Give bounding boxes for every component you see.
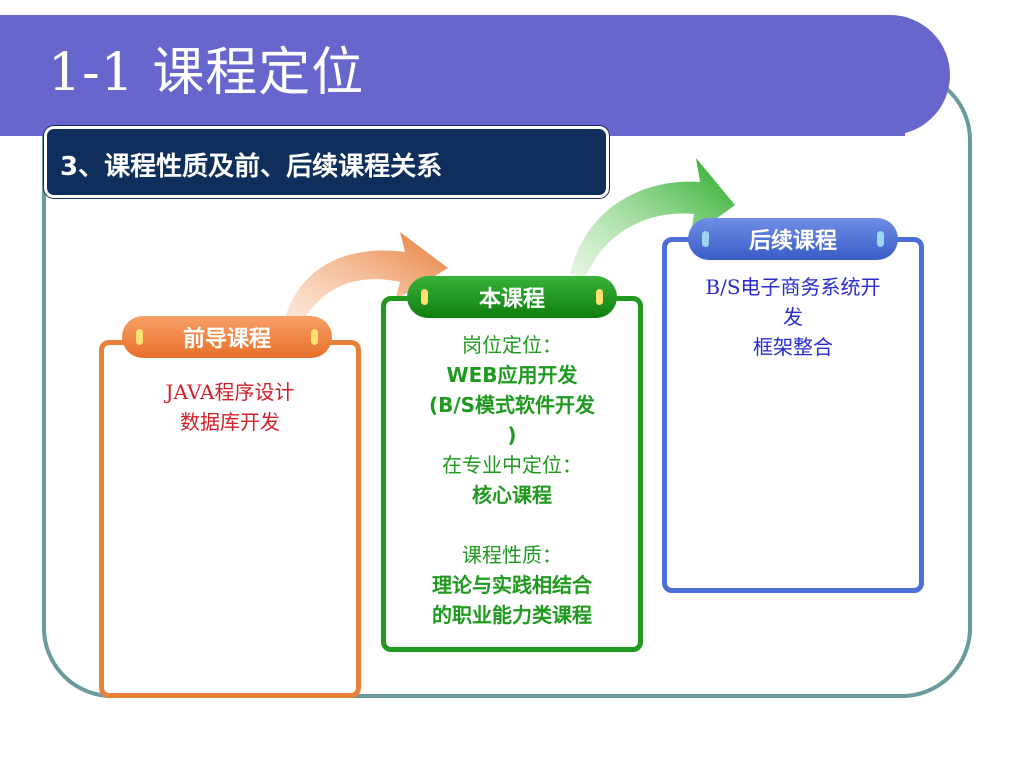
pill-dot-icon xyxy=(311,329,318,345)
current-details: 岗位定位： WEB应用开发 (B/S模式软件开发 ) 在专业中定位： 核心课程 … xyxy=(386,330,638,630)
arrow-current-to-following xyxy=(570,158,735,278)
position-value-2: (B/S模式软件开发 xyxy=(428,393,596,417)
prerequisite-list: JAVA程序设计 数据库开发 xyxy=(104,377,356,437)
pill-dot-icon xyxy=(702,231,709,247)
subtitle-bar xyxy=(44,126,609,198)
nature-heading: 课程性质： xyxy=(462,543,562,567)
pill-dot-icon xyxy=(421,289,428,305)
spacer xyxy=(386,510,638,540)
pill-dot-icon xyxy=(136,329,143,345)
nature-value-1: 理论与实践相结合 xyxy=(432,573,592,597)
following-label-text: 后续课程 xyxy=(748,229,837,254)
title-band xyxy=(0,15,950,135)
following-line-2: 发 xyxy=(783,305,803,329)
following-line-1: B/S电子商务系统开 xyxy=(705,275,881,299)
current-label-text: 本课程 xyxy=(478,287,545,312)
position-heading: 岗位定位： xyxy=(462,333,562,357)
pill-dot-icon xyxy=(877,231,884,247)
slide-title: 1-1 课程定位 xyxy=(48,43,365,103)
subtitle-text: 3、课程性质及前、后续课程关系 xyxy=(60,152,443,182)
prerequisite-course-2: 数据库开发 xyxy=(180,410,280,434)
following-label: 后续课程 xyxy=(688,218,898,260)
nature-value-2: 的职业能力类课程 xyxy=(432,603,592,627)
following-details: B/S电子商务系统开 发 框架整合 xyxy=(667,272,919,362)
major-value: 核心课程 xyxy=(472,483,552,507)
prerequisite-course-1: JAVA程序设计 xyxy=(165,380,295,404)
major-heading: 在专业中定位： xyxy=(442,453,582,477)
current-course-box xyxy=(381,296,643,652)
pill-dot-icon xyxy=(596,289,603,305)
following-course-box xyxy=(662,237,924,593)
prerequisite-label-text: 前导课程 xyxy=(182,327,271,352)
position-value-1: WEB应用开发 xyxy=(446,363,578,387)
current-label: 本课程 xyxy=(407,276,617,318)
arrow-prereq-to-current xyxy=(285,232,448,326)
position-value-3: ) xyxy=(507,423,517,447)
following-line-3: 框架整合 xyxy=(753,335,833,359)
prerequisite-course-box xyxy=(99,340,361,698)
prerequisite-label: 前导课程 xyxy=(122,316,332,358)
